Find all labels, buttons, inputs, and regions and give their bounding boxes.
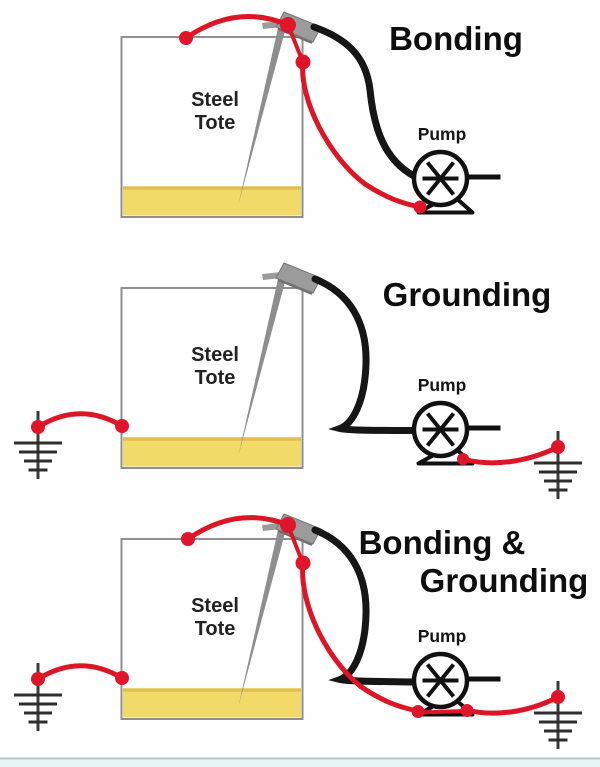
- bond-clamp-dot: [413, 200, 427, 214]
- panel-grounding: Steel Tote Pump Grounding: [12, 261, 584, 501]
- ground-wire-icon: [464, 695, 559, 716]
- ground-clamp-dot: [457, 453, 469, 465]
- bond-wire-icon: [416, 709, 469, 715]
- bond-clamp-dot: [181, 532, 195, 546]
- panel-bonding-grounding: Steel Tote Pump Bonding & Grounding: [12, 512, 589, 751]
- ground-clamp-dot: [115, 419, 129, 433]
- panel-title-bonding-grounding-line2: Grounding: [420, 562, 589, 599]
- footer-strip: [0, 759, 600, 767]
- pump-label: Pump: [418, 124, 467, 144]
- bond-wire-icon: [300, 59, 423, 210]
- pump-label: Pump: [418, 375, 467, 395]
- bond-clamp-dot: [179, 31, 193, 45]
- tank-label-line1: Steel: [191, 595, 239, 617]
- tank-label-line2: Tote: [195, 112, 236, 134]
- earth-ground-icon: [532, 679, 584, 751]
- bond-clamp-dot: [280, 17, 296, 33]
- bond-wire-icon: [300, 560, 421, 714]
- footer-strip-edge: [0, 757, 600, 760]
- bond-clamp-dot: [411, 705, 425, 718]
- panel-title-grounding: Grounding: [383, 276, 552, 313]
- panel-bonding: Steel Tote Pump Bonding: [119, 10, 523, 219]
- ground-clamp-dot: [115, 671, 129, 685]
- pump-label: Pump: [418, 626, 467, 646]
- bond-wire-icon: [183, 14, 291, 41]
- bond-clamp-dot: [295, 54, 311, 70]
- pump-icon: [414, 654, 501, 715]
- tank-label-line2: Tote: [195, 618, 236, 640]
- panel-title-bonding: Bonding: [389, 20, 523, 57]
- pump-icon: [414, 403, 501, 464]
- tank-label-line1: Steel: [191, 344, 239, 366]
- ground-wire-icon: [35, 411, 125, 430]
- ground-wire-icon: [35, 663, 125, 682]
- bond-wire-icon: [287, 526, 304, 563]
- bond-wire-icon: [287, 25, 304, 62]
- tank-label-line1: Steel: [191, 89, 239, 111]
- panel-title-bonding-grounding-line1: Bonding &: [359, 524, 526, 561]
- ground-clamp-dot: [460, 704, 474, 717]
- hose-icon: [311, 526, 418, 686]
- hose-icon: [310, 23, 418, 180]
- tank-label-line2: Tote: [195, 367, 236, 389]
- bond-wire-icon: [185, 515, 291, 542]
- ground-wire-icon: [460, 445, 559, 466]
- earth-ground-icon: [532, 429, 584, 501]
- bond-clamp-dot: [295, 555, 311, 571]
- bond-clamp-dot: [280, 517, 296, 533]
- pump-icon: [414, 152, 501, 213]
- hose-icon: [311, 275, 418, 434]
